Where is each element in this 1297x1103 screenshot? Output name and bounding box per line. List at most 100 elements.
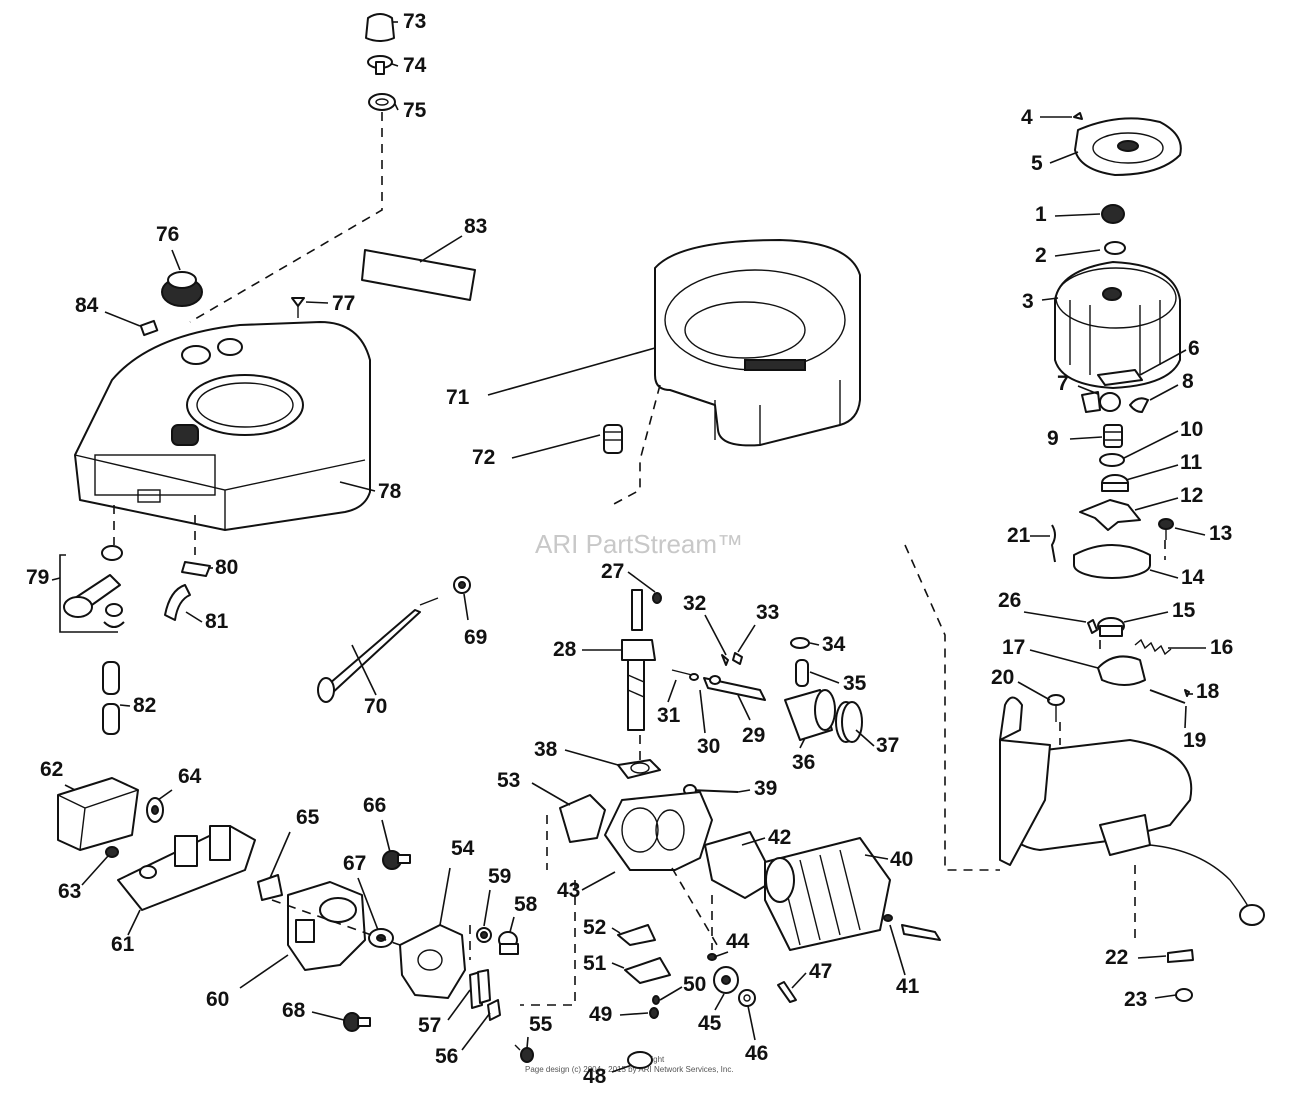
- callout-34: 34: [822, 633, 846, 656]
- dash-carb: [271, 899, 471, 960]
- leader-line-34: [809, 642, 820, 646]
- leader-line-55: [526, 1036, 529, 1049]
- leader-line-39: [737, 789, 751, 793]
- leader-line-31: [667, 679, 677, 703]
- callout-50: 50: [683, 973, 706, 996]
- leader-line-6: [1139, 349, 1187, 376]
- spring-21: [1051, 524, 1056, 563]
- leader-line-20: [1017, 681, 1051, 701]
- callout-42: 42: [768, 826, 791, 849]
- callout-70: 70: [364, 695, 387, 718]
- bolt-58: [498, 931, 519, 955]
- leader-line-7: [1077, 385, 1099, 395]
- leader-line-10: [1123, 430, 1179, 459]
- leader-line-8: [1149, 384, 1179, 401]
- blower-housing-71: [654, 239, 861, 447]
- callout-81: 81: [205, 610, 229, 633]
- leader-line-66: [381, 819, 391, 853]
- leader-line-43: [581, 871, 616, 891]
- callout-53: 53: [497, 769, 520, 792]
- crankshaft-28: [621, 589, 656, 731]
- callout-36: 36: [792, 751, 815, 774]
- callout-33: 33: [756, 601, 779, 624]
- key-27: [652, 592, 662, 604]
- callout-22: 22: [1105, 946, 1128, 969]
- callout-9: 9: [1047, 427, 1059, 450]
- leader-line-56: [461, 1012, 491, 1051]
- bearing-45: [713, 966, 739, 994]
- callout-62: 62: [40, 758, 63, 781]
- screw-49: [649, 1007, 659, 1019]
- screen-5: [1074, 117, 1182, 176]
- callout-67: 67: [343, 852, 366, 875]
- leader-line-68: [311, 1011, 345, 1021]
- nut-1: [1101, 204, 1125, 224]
- callout-20: 20: [991, 666, 1014, 689]
- leader-line-74: [391, 63, 399, 67]
- callout-2: 2: [1035, 244, 1047, 267]
- callout-13: 13: [1209, 522, 1232, 545]
- leader-line-32: [704, 614, 727, 656]
- callout-68: 68: [282, 999, 306, 1022]
- gasket-65: [257, 874, 283, 901]
- callout-10: 10: [1180, 418, 1203, 441]
- leader-line-83: [419, 235, 463, 263]
- callout-74: 74: [403, 54, 427, 77]
- pin-19: [1149, 689, 1186, 704]
- decal-83: [361, 249, 476, 301]
- pawl-6: [1097, 369, 1143, 386]
- callout-4: 4: [1021, 106, 1033, 129]
- leader-line-11: [1125, 464, 1179, 481]
- callout-30: 30: [697, 735, 720, 758]
- callout-7: 7: [1057, 372, 1069, 395]
- leader-line-38: [564, 749, 619, 766]
- manifold-54: [399, 924, 466, 999]
- leader-line-69: [463, 593, 469, 621]
- spring-16: [1134, 638, 1172, 656]
- leader-line-65: [269, 831, 291, 879]
- callout-71: 71: [446, 386, 470, 409]
- leader-line-29: [737, 694, 751, 721]
- callout-72: 72: [472, 446, 495, 469]
- spring-8: [1129, 397, 1149, 413]
- callout-49: 49: [589, 1003, 612, 1026]
- leader-line-64: [157, 789, 173, 801]
- dash-71-72: [611, 384, 661, 506]
- parts-29-33: [671, 652, 766, 701]
- callout-78: 78: [378, 480, 402, 503]
- leader-line-50: [659, 986, 683, 1001]
- leader-line-15: [1123, 611, 1169, 623]
- callout-54: 54: [451, 837, 475, 860]
- callout-82: 82: [133, 694, 156, 717]
- callout-64: 64: [178, 765, 202, 788]
- callout-57: 57: [418, 1014, 441, 1037]
- spring-72: [603, 424, 623, 454]
- callout-48: 48: [583, 1065, 607, 1088]
- leader-line-2: [1054, 249, 1101, 257]
- callout-6: 6: [1188, 337, 1200, 360]
- pin-18: [1184, 689, 1190, 697]
- callout-47: 47: [809, 960, 832, 983]
- screw-77: [291, 297, 305, 318]
- callout-32: 32: [683, 592, 706, 615]
- screw-13: [1158, 518, 1174, 540]
- screw-63: [105, 846, 119, 858]
- carburetor-60: [287, 881, 366, 971]
- link-70: [317, 597, 439, 703]
- leader-line-22: [1137, 955, 1167, 959]
- leader-line-58: [509, 916, 515, 933]
- callout-40: 40: [890, 848, 913, 871]
- callout-39: 39: [754, 777, 777, 800]
- cylinder-40: [764, 837, 891, 951]
- washer-59: [476, 927, 492, 943]
- callout-58: 58: [514, 893, 538, 916]
- leader-line-12: [1134, 497, 1179, 511]
- leader-line-60: [239, 954, 289, 989]
- spark-plug-41: [883, 914, 941, 941]
- knob-73: [365, 13, 395, 42]
- callout-28: 28: [553, 638, 577, 661]
- leader-line-35: [809, 671, 840, 684]
- spacer-11: [1101, 474, 1129, 492]
- callout-51: 51: [583, 952, 607, 975]
